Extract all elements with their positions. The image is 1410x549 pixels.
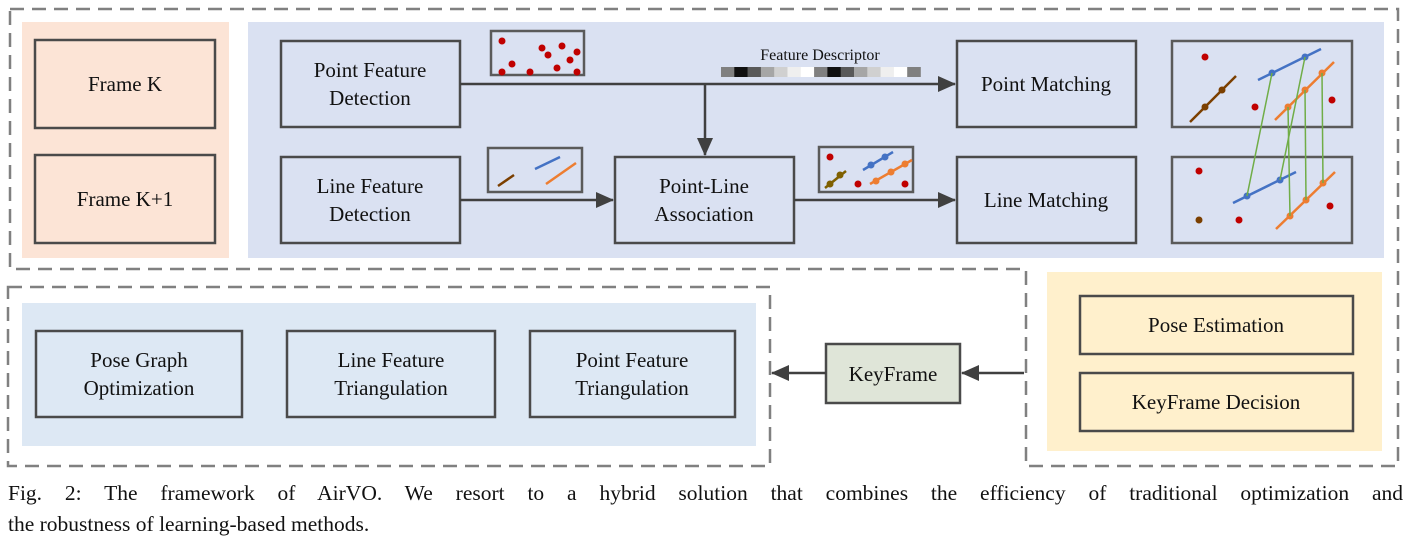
thumb-point	[526, 68, 534, 76]
keyframe-label: KeyFrame	[849, 362, 938, 386]
descriptor-cell	[840, 67, 855, 77]
thumb-line-blue	[534, 155, 561, 171]
match-point	[1195, 167, 1203, 175]
line-detection-label-1: Line Feature	[317, 174, 424, 198]
keyframe-decision-label: KeyFrame Decision	[1132, 390, 1301, 414]
point-feature-detection-box[interactable]: Point Feature Detection	[279, 39, 462, 129]
feature-descriptor-bar	[721, 67, 921, 77]
match-point	[1251, 103, 1259, 111]
keyframe-decision-box[interactable]: KeyFrame Decision	[1078, 371, 1355, 433]
figure-caption: Fig. 2: The framework of AirVO. We resor…	[8, 478, 1403, 540]
descriptor-cell	[800, 67, 815, 77]
match-point-brown	[1195, 216, 1203, 224]
frame-k1-box[interactable]: Frame K+1	[33, 153, 217, 245]
match-line-blue-bottom	[1232, 170, 1297, 205]
descriptor-cell	[721, 67, 735, 77]
thumb-point	[553, 64, 561, 72]
point-matching-label: Point Matching	[981, 72, 1112, 96]
descriptor-cell	[814, 67, 828, 77]
association-label-1: Point-Line	[659, 174, 749, 198]
thumb-point	[544, 51, 552, 59]
thumb-assoc-point	[854, 180, 862, 188]
match-point	[1326, 202, 1334, 210]
thumb-point	[498, 37, 506, 45]
backend-dashed-group	[6, 285, 772, 468]
thumb-assoc-line-blue	[862, 150, 894, 172]
thumb-point	[573, 48, 581, 56]
descriptor-cell	[893, 67, 908, 77]
descriptor-cell	[867, 67, 881, 77]
line-triangulation-label-2: Triangulation	[334, 376, 448, 400]
thumb-line-orange	[545, 161, 577, 186]
frame-k-label: Frame K	[88, 72, 162, 96]
point-feature-triangulation-box[interactable]: Point Feature Triangulation	[528, 329, 737, 419]
line-matching-box[interactable]: Line Matching	[955, 155, 1138, 245]
line-feature-detection-box[interactable]: Line Feature Detection	[279, 155, 462, 245]
thumb-point	[508, 60, 516, 68]
thumb-point	[573, 68, 581, 76]
match-point	[1235, 216, 1243, 224]
feature-descriptor-label: Feature Descriptor	[760, 47, 880, 64]
thumb-point	[498, 68, 506, 76]
match-line-blue-top	[1257, 47, 1322, 82]
thumb-point	[558, 42, 566, 50]
frame-k1-label: Frame K+1	[77, 187, 173, 211]
point-matching-box[interactable]: Point Matching	[955, 39, 1138, 129]
line-features-thumbnail	[486, 146, 584, 194]
thumb-point	[566, 56, 574, 64]
thumb-assoc-point	[826, 153, 834, 161]
line-detection-label-2: Detection	[329, 202, 411, 226]
line-feature-triangulation-box[interactable]: Line Feature Triangulation	[285, 329, 497, 419]
point-line-association-thumbnail	[817, 145, 915, 194]
line-matching-label: Line Matching	[984, 188, 1109, 212]
match-line-brown	[1189, 75, 1237, 123]
thumb-point	[538, 44, 546, 52]
thumb-line-brown	[497, 173, 515, 188]
match-point	[1328, 96, 1336, 104]
point-detection-label-1: Point Feature	[314, 58, 427, 82]
point-features-thumbnail	[489, 29, 586, 77]
descriptor-cell	[907, 67, 921, 77]
caption-line-1: Fig. 2: The framework of AirVO. We resor…	[8, 481, 1403, 505]
pose-graph-optimization-box[interactable]: Pose Graph Optimization	[34, 329, 244, 419]
airvo-framework-diagram: Frame K Frame K+1 Point Feature Detectio…	[6, 7, 1400, 468]
line-triangulation-label-1: Line Feature	[338, 348, 445, 372]
pose-graph-label-2: Optimization	[84, 376, 195, 400]
thumb-assoc-point	[901, 180, 909, 188]
descriptor-cell	[827, 67, 841, 77]
point-triangulation-label-1: Point Feature	[576, 348, 689, 372]
pose-estimation-label: Pose Estimation	[1148, 313, 1284, 337]
frame-k-box[interactable]: Frame K	[33, 38, 217, 130]
pose-estimation-box[interactable]: Pose Estimation	[1078, 294, 1355, 356]
matching-result-thumbnail	[1170, 39, 1354, 245]
association-label-2: Association	[654, 202, 754, 226]
descriptor-cell	[880, 67, 895, 77]
descriptor-cell	[774, 67, 788, 77]
frontend-tracking-dashed-group	[8, 7, 1400, 468]
descriptor-cell	[734, 67, 748, 77]
pose-graph-label-1: Pose Graph	[90, 348, 188, 372]
descriptor-cell	[787, 67, 802, 77]
keyframe-box[interactable]: KeyFrame	[824, 342, 962, 405]
point-line-association-box[interactable]: Point-Line Association	[613, 155, 796, 245]
match-correspondences	[1246, 56, 1324, 217]
point-triangulation-label-2: Triangulation	[575, 376, 689, 400]
descriptor-cell	[854, 67, 868, 77]
caption-line-2: the robustness of learning-based methods…	[8, 512, 370, 536]
point-detection-label-2: Detection	[329, 86, 411, 110]
match-point	[1201, 53, 1209, 61]
descriptor-cell	[760, 67, 775, 77]
descriptor-cell	[747, 67, 762, 77]
